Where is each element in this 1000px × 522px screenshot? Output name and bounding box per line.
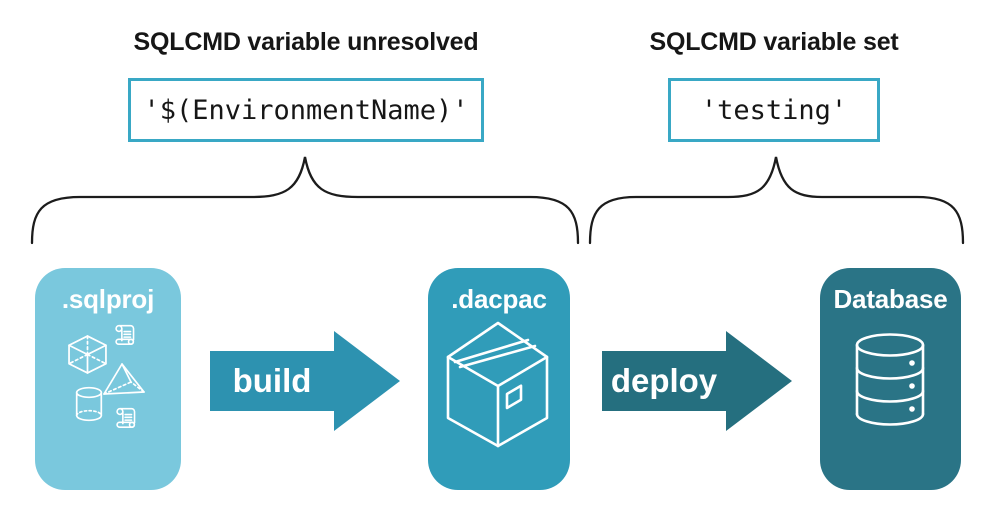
node-sqlproj-label: .sqlproj bbox=[61, 284, 155, 314]
heading-sqlcmd-set: SQLCMD variable set bbox=[649, 28, 899, 56]
code-box-unresolved: '$(EnvironmentName)' bbox=[128, 78, 484, 142]
code-value-unresolved: '$(EnvironmentName)' bbox=[143, 94, 469, 126]
database-icon bbox=[855, 333, 925, 426]
cube-icon bbox=[68, 335, 107, 374]
node-database-label: Database bbox=[833, 284, 948, 314]
build-arrow-label: build bbox=[232, 362, 312, 399]
code-box-set: 'testing' bbox=[668, 78, 880, 142]
left-brace bbox=[30, 156, 580, 245]
package-icon bbox=[446, 321, 549, 448]
code-value-set: 'testing' bbox=[700, 94, 848, 126]
heading-sqlcmd-unresolved: SQLCMD variable unresolved bbox=[133, 28, 479, 56]
node-dacpac-label: .dacpac bbox=[451, 284, 547, 314]
node-dacpac: .dacpac bbox=[428, 268, 570, 490]
cylinder-icon bbox=[75, 386, 103, 422]
scroll-icon bbox=[116, 407, 136, 428]
node-database: Database bbox=[820, 268, 961, 490]
scroll-icon bbox=[115, 324, 135, 345]
right-brace bbox=[588, 156, 965, 245]
deploy-arrow-label: deploy bbox=[610, 362, 718, 399]
node-sqlproj: .sqlproj bbox=[35, 268, 181, 490]
pyramid-icon bbox=[103, 363, 145, 395]
